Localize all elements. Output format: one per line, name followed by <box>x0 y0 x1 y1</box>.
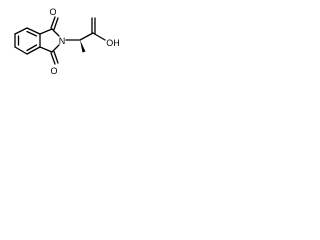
imide-bond <box>39 28 53 35</box>
imide-bond <box>51 44 60 53</box>
carbonyl-top-bond <box>50 16 56 29</box>
ring-double-bond <box>26 30 38 37</box>
hydroxyl-label: OH <box>106 38 120 48</box>
carbonyl-top-bond <box>53 17 59 31</box>
ring-bond <box>14 27 28 35</box>
carbonyl-bonds <box>50 16 59 65</box>
ring-bond <box>26 46 41 55</box>
oxygen-top-label: O <box>49 7 56 17</box>
imide-bond <box>39 46 53 53</box>
imide-ring <box>39 28 60 53</box>
benzene-ring <box>14 27 41 55</box>
ring-bond <box>26 27 41 35</box>
ring-double-bond <box>26 44 38 52</box>
carbonyl-bottom-bond <box>50 52 56 65</box>
alpha-carboxyl-bond <box>79 32 94 41</box>
methyl-wedge-bond <box>80 40 86 53</box>
carbonyl-bottom-bond <box>53 50 59 64</box>
oxygen-bottom-label: O <box>50 66 57 76</box>
carboxyl-oh-bond <box>92 32 106 41</box>
imide-bond <box>51 28 60 37</box>
molecule-structure: O O N OH <box>14 7 120 76</box>
nitrogen-label: N <box>59 36 66 46</box>
ring-bond <box>14 46 28 55</box>
